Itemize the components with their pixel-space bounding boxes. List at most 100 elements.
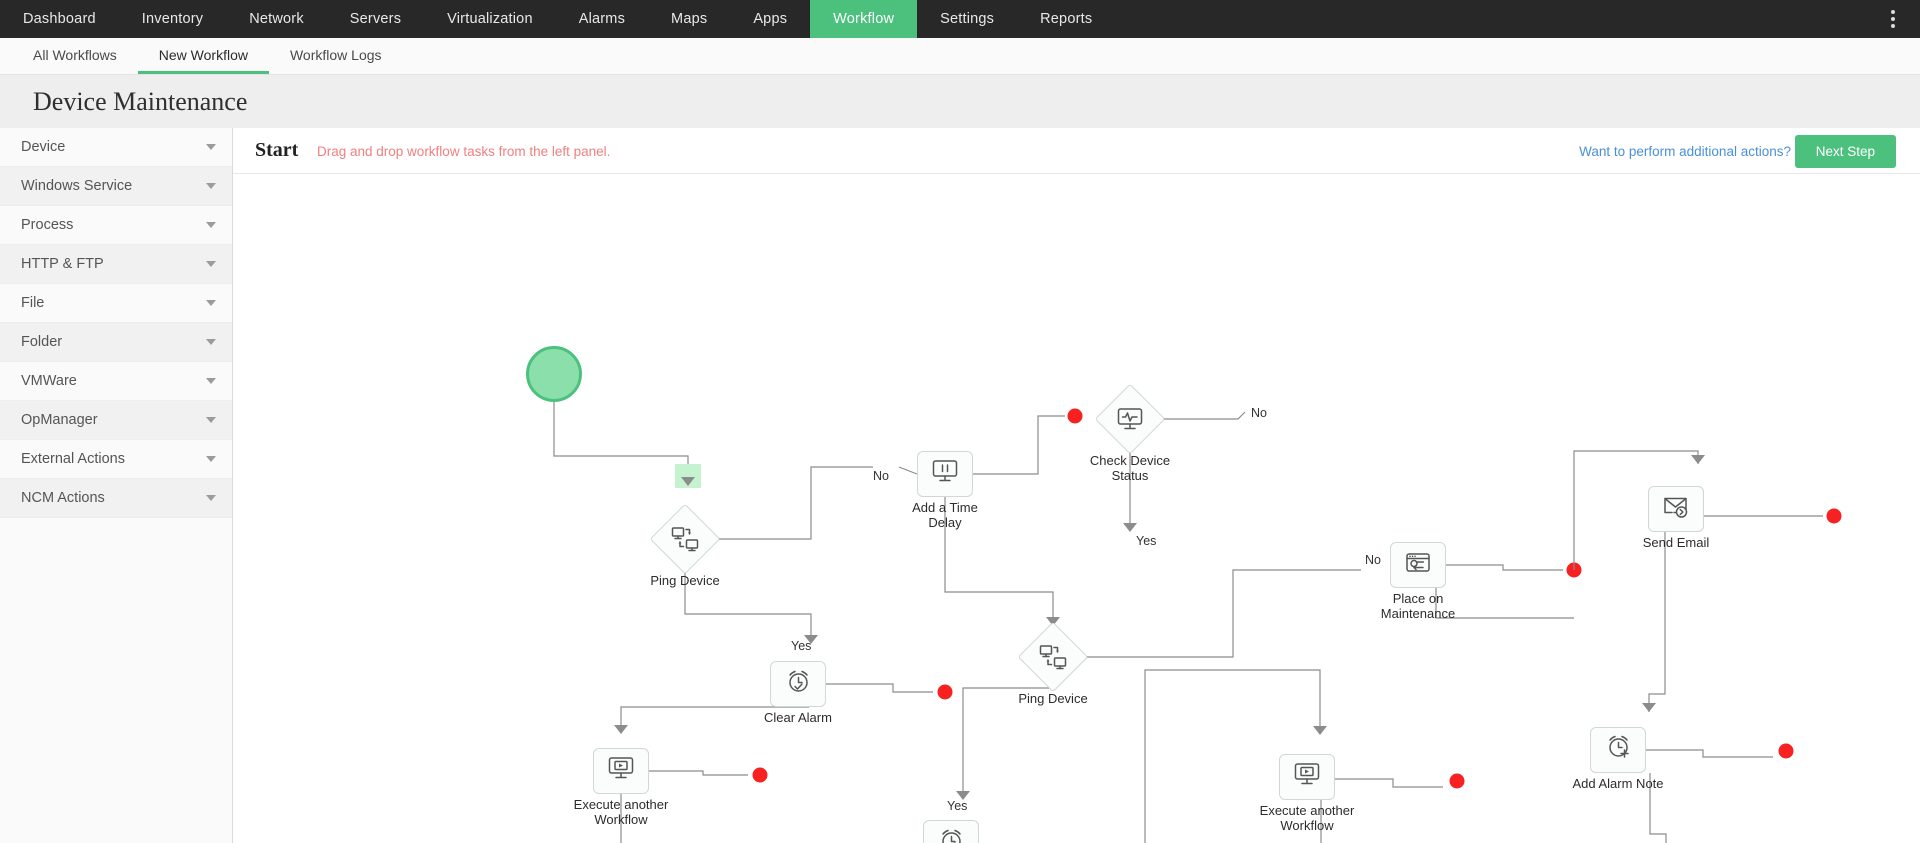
edge-label: Yes — [1136, 534, 1157, 548]
topnav-item-network[interactable]: Network — [249, 11, 304, 27]
workflow-canvas-area: Start Drag and drop workflow tasks from … — [233, 128, 1920, 843]
connector-arrowhead — [1691, 455, 1705, 464]
topnav-item-settings[interactable]: Settings — [940, 11, 995, 27]
ping-device-icon — [1038, 644, 1068, 670]
workflow-node-email[interactable] — [1648, 486, 1704, 532]
connector-delay-out — [973, 415, 1065, 475]
connector-arrowhead — [1313, 726, 1327, 735]
sidebar-item-folder[interactable]: Folder — [0, 323, 232, 362]
connector-endpoint[interactable] — [1778, 743, 1794, 759]
workflow-node-ping2[interactable] — [1017, 621, 1089, 693]
sidebar-item-label: Windows Service — [21, 178, 133, 194]
subnav-item-workflow-logs[interactable]: Workflow Logs — [289, 46, 382, 63]
connector-clear2-to-exec2 — [1144, 669, 1321, 843]
connector-endpoint[interactable] — [1449, 773, 1465, 789]
connector-ping1-yes — [684, 570, 812, 636]
chevron-down-icon[interactable] — [206, 300, 216, 306]
chevron-down-icon[interactable] — [206, 495, 216, 501]
clear-alarm-icon — [938, 828, 965, 843]
chevron-down-icon[interactable] — [206, 417, 216, 423]
sidebar-item-process[interactable]: Process — [0, 206, 232, 245]
workflow-node-start[interactable] — [526, 346, 582, 402]
connector-arrowhead — [956, 791, 970, 800]
connector-exec2-out — [1335, 778, 1443, 788]
topnav-item-reports[interactable]: Reports — [1040, 11, 1093, 27]
edge-label: No — [1365, 553, 1381, 567]
connector-endpoint[interactable] — [1826, 508, 1842, 524]
page-title-bar: Device Maintenance — [0, 75, 1920, 128]
place-on-maintenance-icon — [1404, 551, 1432, 580]
sidebar-item-opmanager[interactable]: OpManager — [0, 401, 232, 440]
sidebar-item-http-ftp[interactable]: HTTP & FTP — [0, 245, 232, 284]
topnav-item-workflow[interactable]: Workflow — [810, 0, 918, 38]
connector-no-to-delay — [898, 466, 918, 475]
topnav-item-apps[interactable]: Apps — [753, 11, 788, 27]
sidebar-item-label: Process — [21, 217, 74, 233]
topnav-item-servers[interactable]: Servers — [349, 11, 402, 27]
connector-start-to-ping1 — [553, 402, 689, 486]
sidebar-item-label: Device — [21, 139, 66, 155]
top-navigation-bar: Dashboard Inventory Network Servers Virtuali… — [0, 0, 1920, 38]
chevron-down-icon[interactable] — [206, 378, 216, 384]
connector-ping1-no — [716, 466, 873, 540]
next-step-button[interactable]: Next Step — [1794, 135, 1896, 168]
sidebar-item-vmware[interactable]: VMWare — [0, 362, 232, 401]
connector-arrowhead — [614, 725, 628, 734]
sidebar-item-file[interactable]: File — [0, 284, 232, 323]
chevron-down-icon[interactable] — [206, 144, 216, 150]
workflow-connectors — [553, 402, 1842, 843]
connector-exec1-down — [620, 794, 622, 843]
subnav-item-all-workflows[interactable]: All Workflows — [33, 46, 117, 63]
workflow-node-note[interactable] — [1590, 727, 1646, 773]
topnav-item-dashboard[interactable]: Dashboard — [23, 11, 96, 27]
sidebar-item-label: NCM Actions — [21, 490, 105, 506]
clear-alarm-icon — [785, 669, 812, 699]
connector-ping2-yes — [962, 687, 1053, 792]
chevron-down-icon[interactable] — [206, 339, 216, 345]
connector-endpoint[interactable] — [752, 767, 768, 783]
topnav-item-maps[interactable]: Maps — [671, 11, 708, 27]
sidebar-item-external-actions[interactable]: External Actions — [0, 440, 232, 479]
workflow-node-exec2[interactable] — [1279, 754, 1335, 800]
execute-workflow-icon — [607, 756, 635, 786]
connector-endpoint[interactable] — [937, 684, 953, 700]
kebab-menu-icon[interactable] — [1880, 0, 1906, 38]
drag-drop-hint: Drag and drop workflow tasks from the le… — [317, 144, 611, 159]
chevron-down-icon[interactable] — [206, 261, 216, 267]
subnav-item-new-workflow[interactable]: New Workflow — [137, 38, 269, 74]
sidebar-item-ncm-actions[interactable]: NCM Actions — [0, 479, 232, 518]
connector-note-down — [1649, 773, 1667, 843]
edge-label: Yes — [791, 639, 812, 653]
connector-clear1-to-exec1 — [620, 706, 809, 726]
chevron-down-icon[interactable] — [206, 222, 216, 228]
topnav-item-virtualization[interactable]: Virtualization — [447, 11, 533, 27]
connector-exec2-down — [1320, 800, 1322, 843]
edge-label: Yes — [947, 799, 968, 813]
workflow-node-ping1[interactable] — [649, 503, 721, 575]
topnav-item-alarms[interactable]: Alarms — [578, 11, 626, 27]
chevron-down-icon[interactable] — [206, 456, 216, 462]
connector-endpoint[interactable] — [1067, 408, 1083, 424]
sidebar-item-windows-service[interactable]: Windows Service — [0, 167, 232, 206]
connector-arrowhead — [1642, 703, 1656, 712]
sub-navigation-bar: All Workflows New Workflow Workflow Logs — [0, 38, 1920, 75]
workflow-node-clear1[interactable] — [770, 661, 826, 707]
ping-device-icon — [670, 526, 700, 552]
sidebar-item-device[interactable]: Device — [0, 128, 232, 167]
additional-actions-link[interactable]: Want to perform additional actions? — [1579, 144, 1791, 159]
workflow-node-clear2[interactable] — [923, 820, 979, 843]
canvas-header — [233, 128, 1920, 174]
topnav-item-inventory[interactable]: Inventory — [141, 11, 204, 27]
connector-maint-bottom — [1435, 588, 1574, 619]
edge-label: No — [873, 469, 889, 483]
workflow-node-check[interactable] — [1094, 383, 1166, 455]
workflow-node-maint[interactable] — [1390, 542, 1446, 588]
workflow-node-delay[interactable] — [917, 451, 973, 497]
connector-maint-out — [1446, 564, 1563, 571]
workflow-node-exec1[interactable] — [593, 748, 649, 794]
sidebar-item-label: VMWare — [21, 373, 77, 389]
chevron-down-icon[interactable] — [206, 183, 216, 189]
connector-arrowhead — [681, 477, 695, 486]
